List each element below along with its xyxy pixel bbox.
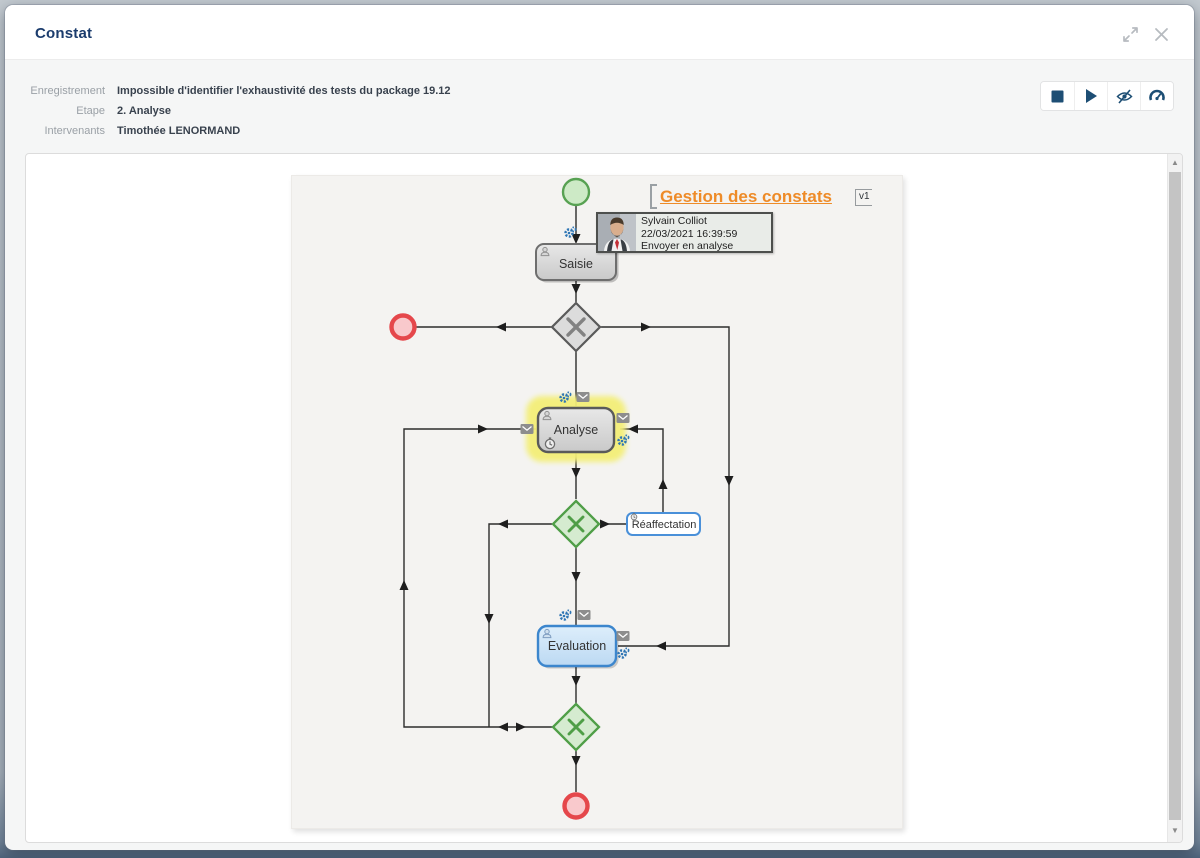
info-value: Impossible d'identifier l'exhaustivité d… [117,85,451,97]
play-button[interactable] [1074,82,1107,110]
envelope-icon [519,423,535,435]
close-button[interactable] [1154,25,1172,43]
stop-button[interactable] [1041,82,1074,110]
workflow-canvas: Saisie [291,175,903,829]
title-bracket [650,184,657,209]
hide-details-button[interactable] [1107,82,1140,110]
info-label: Intervenants [44,125,105,137]
version-badge: v1 [855,189,872,206]
diagram-title-text: Gestion des constats [660,186,832,206]
scroll-up-arrow[interactable]: ▲ [1168,156,1182,170]
gears-icon [559,609,572,621]
gateway-bottom-exclusive[interactable] [551,702,601,752]
info-value: 2. Analyse [117,105,172,117]
tooltip-action: Envoyer en analyse [641,240,734,252]
workflow-toolbar [1040,81,1174,111]
gateway-middle-exclusive[interactable] [551,499,601,549]
task-analyse[interactable]: Analyse [526,396,626,462]
task-reaffectation[interactable]: Réaffectation [626,512,701,536]
info-label: Enregistrement [30,85,105,97]
scroll-down-arrow[interactable]: ▼ [1168,824,1182,838]
modal-title: Constat [35,25,93,42]
user-photo [598,214,636,251]
task-evaluation[interactable]: Evaluation [536,624,619,669]
gateway-x-marker [567,718,585,736]
flow-arrowheads [399,234,734,766]
gauge-icon [1149,89,1165,103]
eye-off-icon [1115,88,1133,104]
header-controls [1122,25,1172,43]
vertical-scrollbar[interactable]: ▲ ▼ [1167,154,1182,842]
stop-icon [1051,90,1064,103]
end-event-left[interactable] [389,313,417,341]
expand-button[interactable] [1122,25,1140,43]
info-row-enregistrement: Enregistrement Impossible d'identifier l… [29,85,451,97]
tooltip-user-name: Sylvain Colliot [641,215,707,227]
envelope-icon [576,609,592,621]
workflow-viewer-panel: Saisie [25,153,1183,843]
start-event[interactable] [561,177,591,207]
info-value: Timothée LENORMAND [117,125,241,137]
envelope-icon [615,412,631,424]
person-icon [542,628,552,639]
envelope-icon [575,391,591,403]
task-analyse-label: Analyse [554,423,599,437]
gateway-x-marker [566,317,586,337]
gateway-x-marker [567,515,585,533]
play-icon [1085,89,1098,103]
info-label: Etape [76,105,105,117]
end-event-bottom[interactable] [562,792,590,820]
task-saisie-label: Saisie [559,257,593,271]
user-action-tooltip: Sylvain Colliot 22/03/2021 16:39:59 Envo… [596,212,773,253]
expand-icon [1122,26,1140,43]
scrollbar-thumb[interactable] [1169,172,1181,820]
task-reaffectation-label: Réaffectation [632,519,697,531]
modal-header: Constat [5,5,1194,60]
sequence-flows [403,206,730,792]
task-evaluation-label: Evaluation [548,639,606,653]
gateway-top-exclusive[interactable] [550,301,602,353]
gears-icon [617,647,630,659]
task-saisie[interactable]: Saisie [535,243,619,283]
record-info: Enregistrement Impossible d'identifier l… [29,85,451,145]
constat-modal: Constat [5,5,1194,850]
diagram-title: Gestion des constats [650,184,832,209]
dashboard-button[interactable] [1140,82,1173,110]
info-row-intervenants: Intervenants Timothée LENORMAND [29,125,451,137]
workflow-diagram: Saisie [389,177,734,820]
envelope-icon [615,630,631,642]
tooltip-datetime: 22/03/2021 16:39:59 [641,227,738,240]
info-row-etape: Etape 2. Analyse [29,105,451,117]
tooltip-text: Sylvain Colliot 22/03/2021 16:39:59 Envo… [636,214,738,252]
close-icon [1154,27,1172,42]
